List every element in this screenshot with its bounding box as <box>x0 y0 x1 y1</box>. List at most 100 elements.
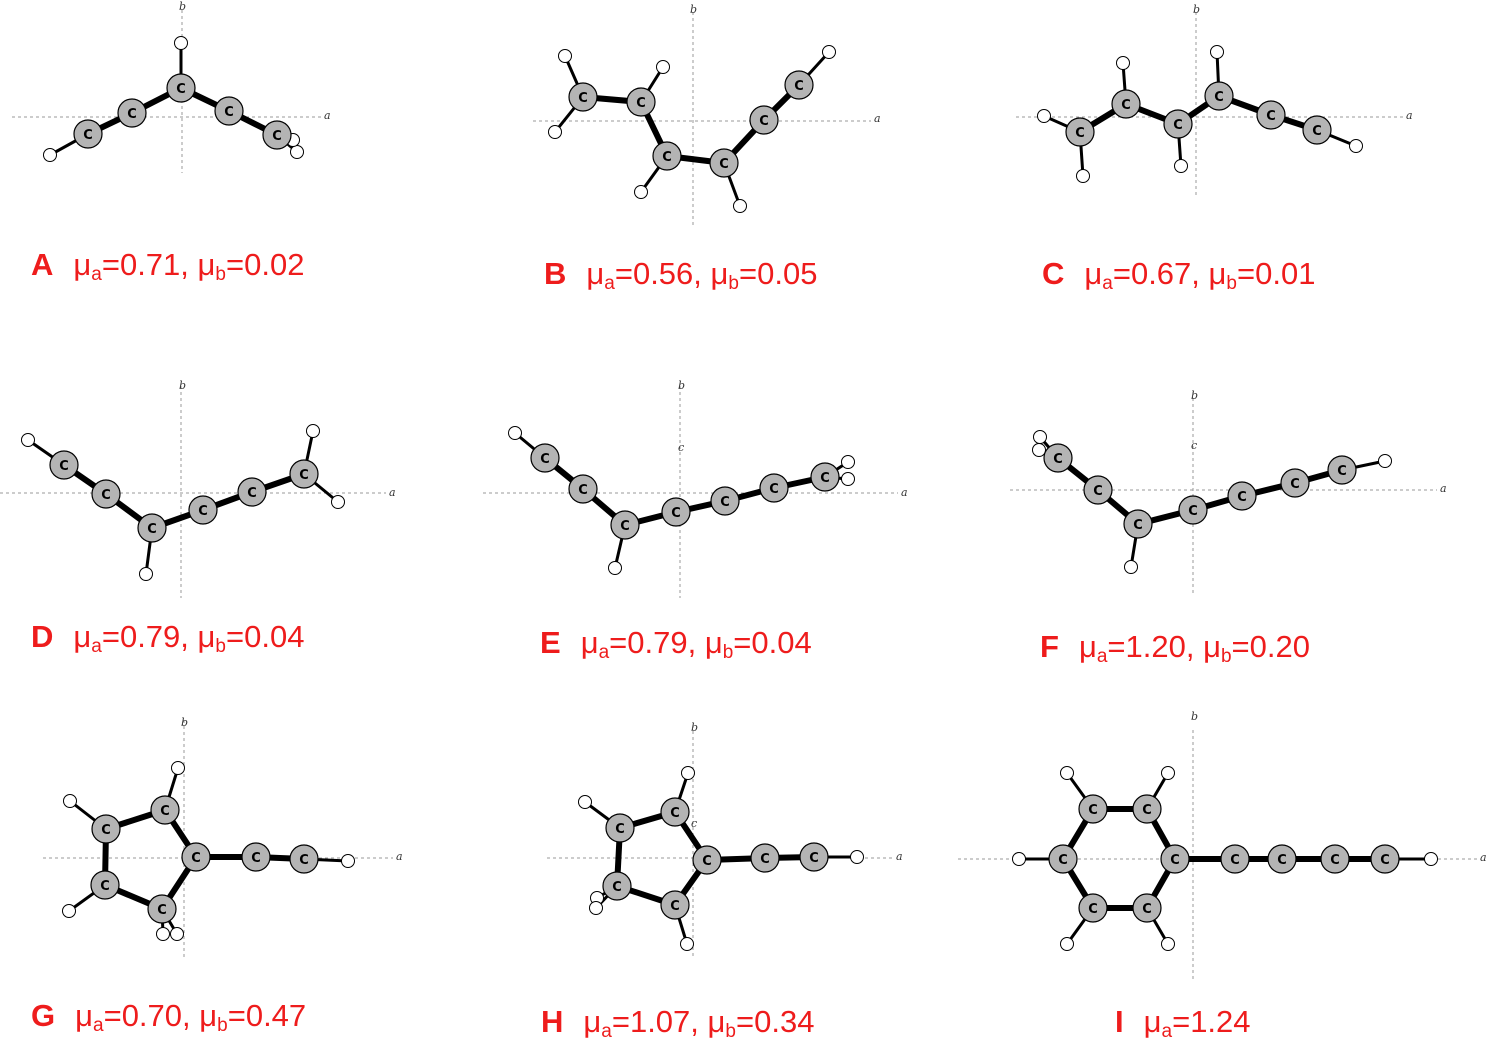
panel-letter: B <box>544 256 567 291</box>
a-axis-label: a <box>874 112 881 125</box>
a-axis-label: a <box>896 850 903 863</box>
carbon-atom-label: C <box>1142 803 1152 818</box>
carbon-atom-label: C <box>127 107 137 122</box>
hydrogen-atom <box>1037 109 1051 123</box>
hydrogen-atom <box>548 125 562 139</box>
carbon-atom-label: C <box>160 804 170 819</box>
hydrogen-atom <box>43 148 57 162</box>
carbon-atom <box>605 813 635 843</box>
carbon-atom <box>214 96 244 126</box>
carbon-atom <box>91 479 121 509</box>
carbon-atom <box>626 87 656 117</box>
hydrogen-atom <box>1174 159 1188 173</box>
hydrogen-atom <box>1161 937 1175 951</box>
hydrogen-atom <box>341 854 355 868</box>
carbon-atom-label: C <box>578 483 588 498</box>
carbon-atom <box>1065 117 1095 147</box>
a-axis-label: a <box>1406 109 1413 122</box>
c-axis-label: c <box>678 441 684 454</box>
c-axis-label: c <box>1191 439 1197 452</box>
mu-b-value: 0.34 <box>754 1004 815 1039</box>
carbon-atom <box>1123 509 1153 539</box>
carbon-atom <box>1078 893 1108 923</box>
b-axis-label: b <box>179 0 186 13</box>
carbon-atom-label: C <box>247 486 257 501</box>
hydrogen-atom <box>1161 766 1175 780</box>
hydrogen-atom <box>306 424 320 438</box>
hydrogen-atom <box>1032 443 1046 457</box>
carbon-atom <box>660 890 690 920</box>
carbon-atom-label: C <box>147 522 157 537</box>
carbon-atom-label: C <box>702 854 712 869</box>
hydrogen-atom <box>156 927 170 941</box>
carbon-atom <box>1302 115 1332 145</box>
hydrogen-atom <box>680 937 694 951</box>
mu-a-value: 0.71 <box>119 247 181 282</box>
mu-a-value: 0.70 <box>121 998 183 1033</box>
mu-b-value: 0.02 <box>244 247 305 282</box>
carbon-atom-label: C <box>1088 803 1098 818</box>
mu-symbol: μ <box>586 256 605 291</box>
carbon-atom <box>692 845 722 875</box>
b-axis-label: b <box>181 716 188 729</box>
panel-letter: C <box>1042 256 1065 291</box>
carbon-atom-label: C <box>1142 902 1152 917</box>
carbon-atom-label: C <box>272 129 282 144</box>
carbon-atom <box>1163 109 1193 139</box>
mu-a-value: 0.79 <box>627 625 688 660</box>
panel-letter: I <box>1115 1004 1124 1039</box>
hydrogen-atom <box>681 766 695 780</box>
carbon-atom <box>660 797 690 827</box>
carbon-atom-label: C <box>1277 853 1287 868</box>
carbon-atom-label: C <box>578 91 588 106</box>
carbon-atom <box>73 119 103 149</box>
carbon-atom-label: C <box>670 806 680 821</box>
carbon-atom-label: C <box>1075 126 1085 141</box>
carbon-atom-label: C <box>670 899 680 914</box>
carbon-atom-label: C <box>157 903 167 918</box>
mu-symbol: μ <box>73 619 92 654</box>
panel-letter: A <box>31 247 54 282</box>
carbon-atom-label: C <box>820 471 830 486</box>
hydrogen-atom <box>656 60 670 74</box>
hydrogen-atom <box>850 850 864 864</box>
carbon-atom <box>1132 893 1162 923</box>
carbon-atom-label: C <box>299 853 309 868</box>
carbon-atom-label: C <box>769 482 779 497</box>
mu-b-value: 0.04 <box>751 625 812 660</box>
mu-b-value: 0.04 <box>244 619 305 654</box>
carbon-atom-label: C <box>719 157 729 172</box>
mu-a-value: 1.20 <box>1125 629 1186 664</box>
carbon-atom-label: C <box>198 504 208 519</box>
carbon-atom <box>262 120 292 150</box>
carbon-atom <box>568 474 598 504</box>
carbon-atom <box>602 871 632 901</box>
carbon-atom <box>1132 794 1162 824</box>
carbon-atom <box>661 497 691 527</box>
carbon-atom <box>1160 844 1190 874</box>
panel-letter: F <box>1040 629 1059 664</box>
carbon-atom-label: C <box>1290 477 1300 492</box>
mu-symbol: μ <box>1078 629 1097 664</box>
carbon-atom <box>568 82 598 112</box>
carbon-atom <box>289 459 319 489</box>
carbon-atom-label: C <box>176 82 186 97</box>
hydrogen-atom <box>1116 56 1130 70</box>
mu-a-value: 1.24 <box>1190 1004 1251 1039</box>
mu-symbol: μ <box>73 247 92 282</box>
hydrogen-atom <box>608 561 622 575</box>
carbon-atom <box>1256 100 1286 130</box>
hydrogen-atom <box>822 45 836 59</box>
carbon-atom <box>709 148 739 178</box>
b-axis-label: b <box>690 3 697 16</box>
carbon-atom-label: C <box>191 851 201 866</box>
carbon-atom <box>530 443 560 473</box>
